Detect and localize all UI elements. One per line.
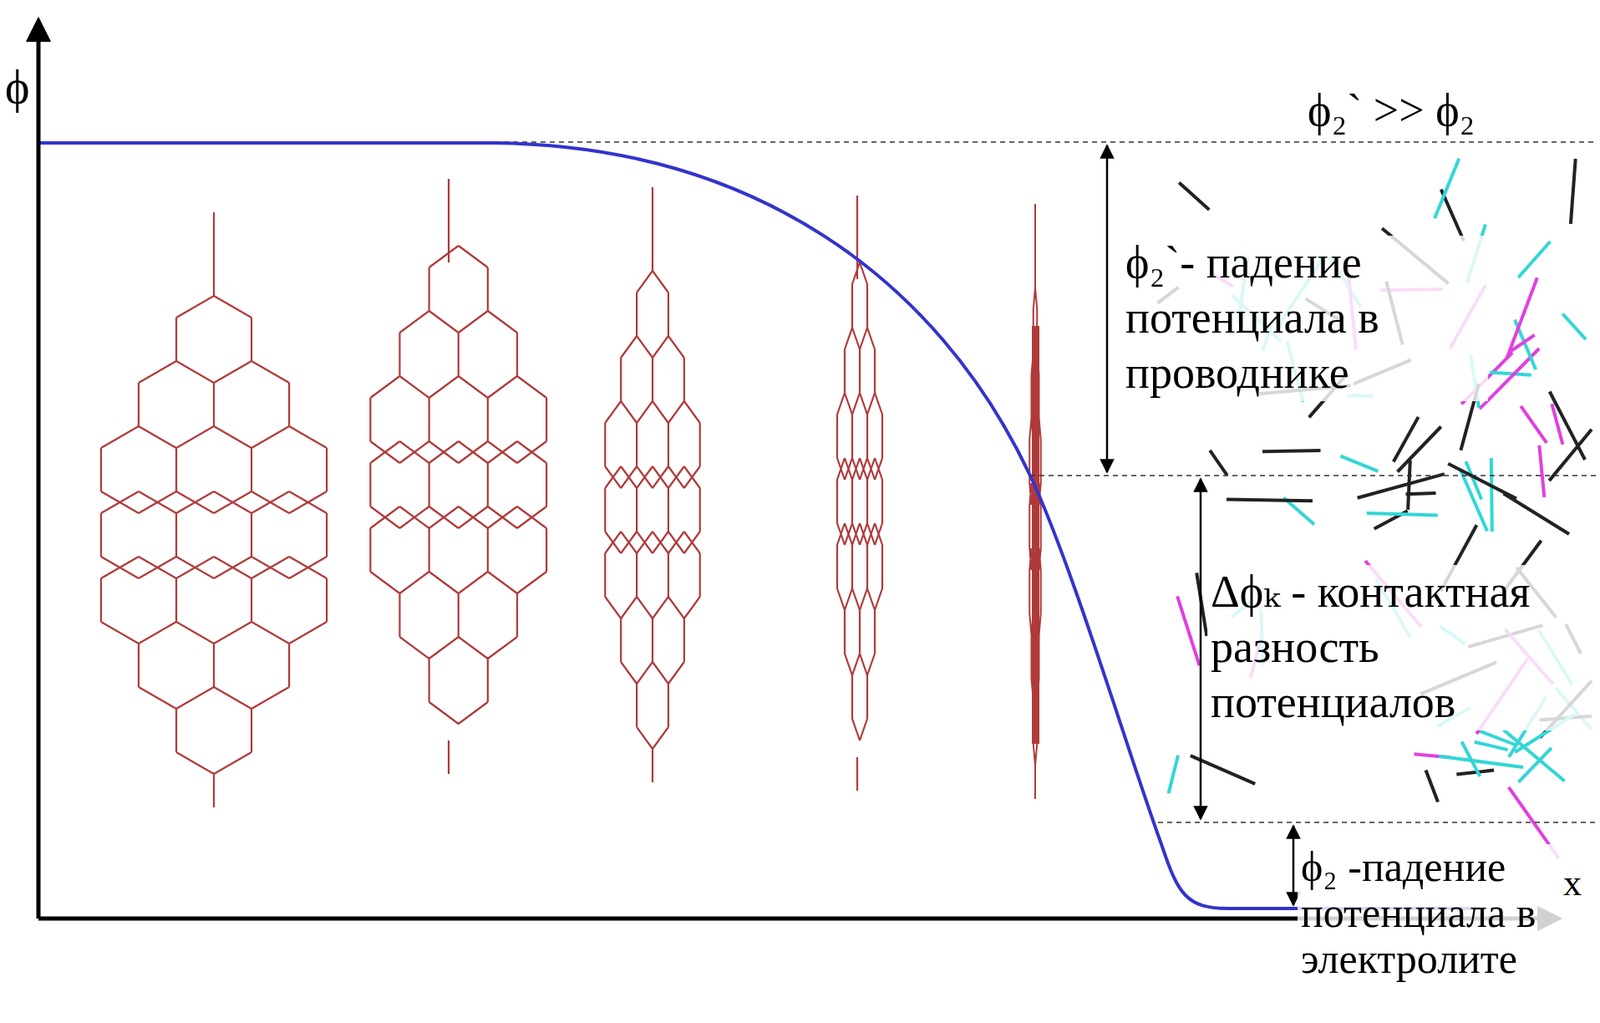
relation-label: ϕ₂` >> ϕ₂ <box>1307 83 1596 139</box>
axis-label: x <box>1563 860 1597 906</box>
molecule-bond <box>1226 498 1313 501</box>
molecule-bond <box>1570 158 1576 224</box>
molecule-bond <box>1209 450 1228 476</box>
graphene-sheet-edge <box>1031 325 1040 744</box>
dimension-label: ϕ₂`- падение потенциала в проводнике <box>1122 235 1489 402</box>
molecule-bond <box>1503 493 1570 535</box>
axis-label: ϕ <box>5 58 56 116</box>
dimension-label: ϕ₂ -падение потенциала в электролите <box>1297 843 1597 982</box>
graphene-sheets <box>101 178 1042 808</box>
molecule-bond <box>1539 445 1545 498</box>
molecule-bond <box>1491 457 1493 532</box>
graphene-sheet <box>837 195 883 791</box>
molecule-bond <box>1177 595 1200 666</box>
dimension-label: Δϕₖ - контактная разность потенциалов <box>1207 564 1597 731</box>
molecule-bond <box>1506 277 1538 359</box>
molecule-bond <box>1438 756 1524 767</box>
graphene-sheet <box>1029 203 1042 799</box>
molecule-bond <box>1340 456 1379 472</box>
graphene-sheet <box>101 212 327 808</box>
molecule-bond <box>1549 391 1585 461</box>
axes <box>26 18 1561 930</box>
molecule-bond <box>1562 314 1586 341</box>
molecule-bond <box>1434 158 1459 219</box>
molecule-bond <box>1510 335 1534 351</box>
molecule-bond <box>1262 450 1321 452</box>
molecule-bond <box>1474 741 1509 750</box>
molecule-bond <box>1520 406 1547 443</box>
graphene-sheet <box>370 178 547 774</box>
molecule-bond <box>1549 429 1592 481</box>
molecule-bond <box>1426 770 1439 803</box>
molecule-bond <box>1503 729 1565 781</box>
molecule-bond <box>1397 426 1442 473</box>
molecule-bond <box>1366 513 1438 516</box>
molecule-bond <box>1406 492 1437 494</box>
molecule-bond <box>1518 241 1550 278</box>
level-lines <box>494 142 1597 823</box>
molecule-bond <box>1357 473 1445 498</box>
graphene-sheet <box>604 187 700 783</box>
molecule-bond <box>1489 372 1532 376</box>
molecule-bond <box>1178 182 1209 211</box>
molecule-bond <box>1168 755 1179 794</box>
molecule-bond <box>1462 741 1481 778</box>
